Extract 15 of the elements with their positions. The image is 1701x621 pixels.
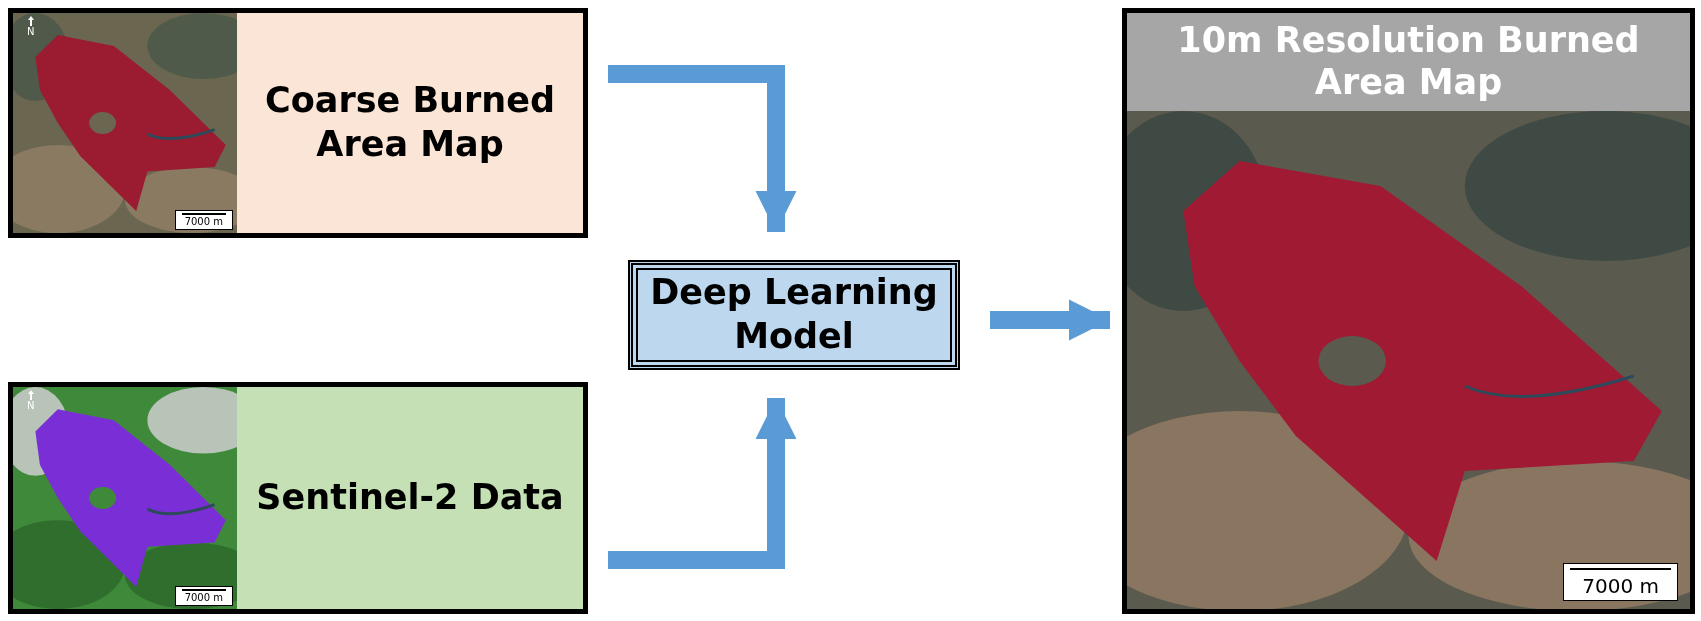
input-card bbox=[8, 8, 588, 238]
arrow bbox=[990, 299, 1110, 341]
scale-bar: 7000 m bbox=[174, 586, 233, 606]
arrow bbox=[608, 65, 797, 232]
arrow bbox=[608, 398, 797, 569]
north-label: N bbox=[27, 401, 35, 411]
panel-header: 10m Resolution Burned Area Map bbox=[1127, 13, 1690, 111]
scale-bar: 7000 m bbox=[174, 210, 233, 230]
north-label: N bbox=[27, 27, 35, 37]
card-title: Coarse Burned Area Map bbox=[264, 79, 556, 166]
process-box: Deep Learning Model bbox=[628, 260, 960, 370]
scale-bar: 7000 m bbox=[1563, 563, 1678, 601]
map-panel bbox=[1122, 8, 1695, 614]
input-card bbox=[8, 382, 588, 614]
card-title: Sentinel-2 Data bbox=[255, 476, 565, 520]
